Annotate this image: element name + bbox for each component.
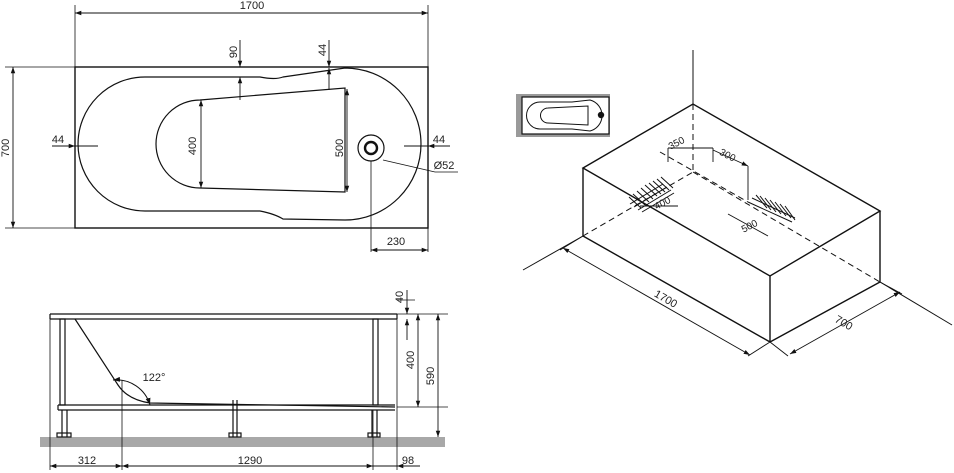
- dim-rim-left-44: 44: [52, 134, 64, 146]
- dim-rim-top-90: 90: [228, 46, 240, 58]
- tub-outer-basin: [77, 67, 422, 221]
- dim-rim-right-44: 44: [433, 134, 445, 146]
- support-pad-2: [747, 194, 796, 223]
- iso-dim-width-700: 700: [833, 314, 855, 334]
- iso-dim-400: 400: [653, 195, 673, 213]
- drain-outer: [357, 134, 385, 162]
- dim-drain-diameter: Ø52: [434, 160, 455, 172]
- iso-dim-length-1700: 1700: [652, 288, 679, 311]
- extension-lines: [5, 5, 458, 252]
- top-view: 1700 700 44 44 90 44 400 500 230 Ø52: [0, 0, 458, 253]
- dimension-lines: [10, 10, 450, 253]
- side-view: 122° 312 1290 98 40 400 590: [40, 290, 448, 470]
- isometric-view: 350 300 400 500 1700 700: [522, 50, 953, 357]
- dim-rim-40: 40: [394, 291, 406, 303]
- legs: [56, 318, 381, 438]
- tub-outline: [74, 66, 429, 229]
- iso-dimension-lines: [559, 147, 903, 357]
- support-pad-1: [628, 176, 675, 213]
- iso-axes: [522, 50, 953, 326]
- iso-dim-300: 300: [717, 147, 737, 165]
- drain-inner: [363, 140, 379, 156]
- floor: [40, 437, 445, 447]
- side-dimension-lines: [50, 290, 441, 469]
- dim-right-98: 98: [402, 455, 414, 467]
- dim-depth-400: 400: [405, 351, 417, 369]
- dim-length-1700: 1700: [240, 0, 264, 12]
- dim-left-312: 312: [78, 455, 96, 467]
- dim-inner-400: 400: [187, 137, 199, 155]
- iso-dim-350: 350: [667, 135, 687, 153]
- iso-box: [581, 103, 882, 343]
- dim-bottom-1290: 1290: [238, 455, 262, 467]
- dim-backrest-angle: 122°: [143, 372, 166, 384]
- dim-height-590: 590: [425, 367, 437, 385]
- dim-drain-230: 230: [387, 236, 405, 248]
- thumbnail-view: [516, 94, 610, 137]
- tub-side-profile: [49, 313, 398, 411]
- tub-inner-basin: [155, 87, 346, 193]
- dim-rim-top-44: 44: [317, 44, 329, 56]
- dim-inner-500: 500: [334, 139, 346, 157]
- iso-dim-500: 500: [740, 218, 760, 236]
- thumbnail-drain: [597, 111, 605, 119]
- backrest-angle-arc: [112, 376, 151, 406]
- dim-width-700: 700: [0, 139, 12, 157]
